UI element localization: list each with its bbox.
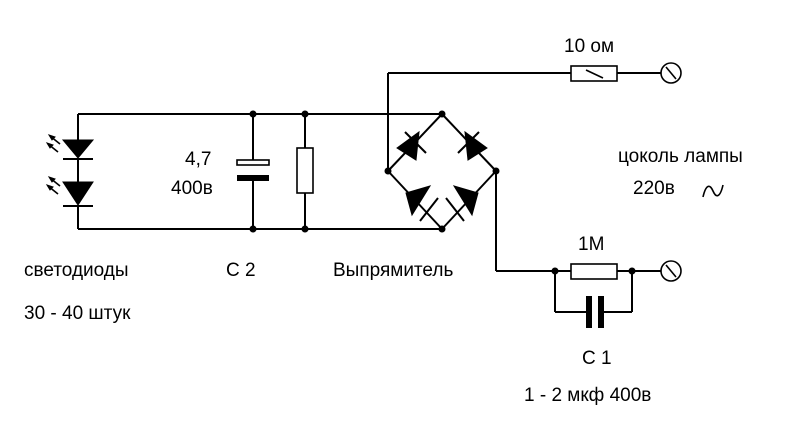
- diode-icon: [457, 130, 488, 161]
- resistor-top-label: 10 ом: [564, 36, 614, 57]
- led-count: 30 - 40 штук: [24, 303, 131, 324]
- terminal-icon: [660, 62, 682, 84]
- diode-icon: [405, 185, 439, 222]
- bottom-branch: [495, 171, 682, 328]
- led-label: светодиоды: [24, 260, 129, 281]
- terminal-icon: [660, 260, 682, 282]
- capacitor-c1: [554, 271, 633, 328]
- diode-bridge: [384, 110, 500, 233]
- sine-wave-icon: [702, 184, 724, 198]
- led-icon: [45, 134, 95, 160]
- diode-icon: [396, 130, 427, 161]
- cap-c1-value: 1 - 2 мкф 400в: [524, 385, 651, 406]
- mains-voltage-label: 220в: [633, 178, 675, 199]
- lamp-base-label: цоколь лампы: [618, 146, 743, 167]
- top-branch: [387, 62, 682, 171]
- bleeder-resistor: [296, 110, 314, 233]
- resistor-1m: [570, 263, 618, 280]
- cap-c2-voltage: 400в: [171, 178, 213, 199]
- led-string: [45, 114, 95, 229]
- diode-icon: [445, 185, 479, 222]
- rectifier-label: Выпрямитель: [333, 260, 453, 281]
- resistor-bottom-label: 1М: [578, 234, 604, 255]
- cap-c2-value: 4,7: [185, 149, 211, 170]
- capacitor-c2: [236, 110, 270, 233]
- led-icon: [45, 176, 94, 207]
- cap-c1-name: С 1: [582, 348, 612, 369]
- cap-c2-name: С 2: [226, 260, 256, 281]
